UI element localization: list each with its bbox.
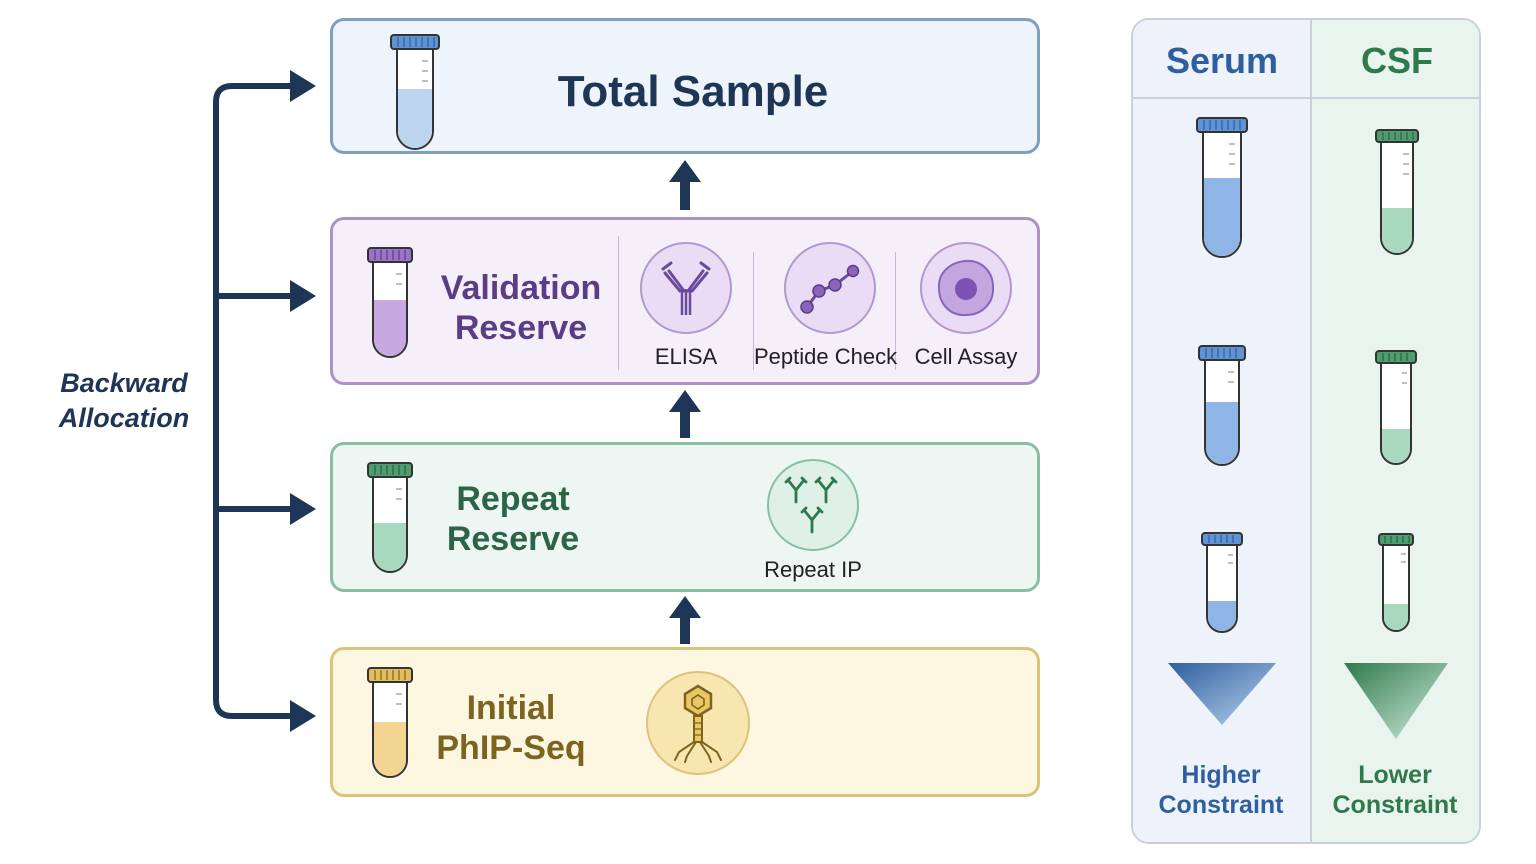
divider bbox=[618, 236, 619, 370]
purple-tube-icon bbox=[367, 247, 413, 358]
csf-constraint-triangle-icon bbox=[1344, 663, 1448, 739]
up-arrow-initial-to-repeat bbox=[669, 596, 701, 644]
serum-tube-small-icon bbox=[1201, 532, 1243, 633]
csf-tube-medium-icon bbox=[1375, 350, 1417, 465]
serum-header: Serum bbox=[1165, 40, 1279, 81]
assay-label-cell-assay: Cell Assay bbox=[914, 344, 1018, 369]
backward-allocation-line2: Allocation bbox=[58, 403, 190, 433]
csf-header: CSF bbox=[1361, 40, 1433, 81]
csf-tube-large-icon bbox=[1375, 129, 1419, 255]
csf-tube-small-icon bbox=[1378, 533, 1414, 632]
green-tube-icon bbox=[367, 462, 413, 573]
stage-total-sample: Total Sample bbox=[330, 18, 1040, 154]
serum-constraint-line2: Constraint bbox=[1158, 791, 1284, 819]
assay-label-peptide-check: Peptide Check bbox=[754, 344, 898, 369]
column-divider bbox=[1310, 20, 1312, 842]
stage-initial-phipseq: Initial PhIP-Seq bbox=[330, 647, 1040, 797]
divider bbox=[895, 252, 896, 370]
serum-constraint-line1: Higher bbox=[1181, 761, 1261, 789]
peptide-chain-icon bbox=[784, 242, 876, 334]
validation-reserve-title-line2: Reserve bbox=[454, 309, 588, 347]
blue-tube-icon bbox=[390, 34, 440, 150]
csf-constraint-label: Lower Constraint bbox=[1310, 760, 1480, 820]
assay-label-repeat-ip: Repeat IP bbox=[764, 557, 862, 582]
cell-icon bbox=[920, 242, 1012, 334]
repeat-reserve-title: Repeat Reserve bbox=[423, 479, 603, 559]
arrow-to-total-sample bbox=[290, 70, 316, 102]
arrow-to-repeat-reserve bbox=[290, 493, 316, 525]
divider bbox=[753, 252, 754, 370]
arrow-to-validation-reserve bbox=[290, 280, 316, 312]
up-arrow-validation-to-total bbox=[669, 160, 701, 210]
antibody-icon bbox=[640, 242, 732, 334]
serum-tube-large-icon bbox=[1196, 117, 1248, 258]
validation-reserve-title-line1: Validation bbox=[440, 269, 602, 307]
bacteriophage-icon bbox=[646, 671, 750, 775]
backward-allocation-line1: Backward bbox=[60, 368, 188, 398]
repeat-reserve-title-line1: Repeat bbox=[456, 480, 570, 518]
stage-validation-reserve: Validation Reserve ELISA Peptide Check C… bbox=[330, 217, 1040, 385]
arrow-to-initial-phipseq bbox=[290, 700, 316, 732]
initial-phipseq-title-line1: Initial bbox=[466, 689, 556, 727]
initial-phipseq-title-line2: PhIP-Seq bbox=[436, 729, 586, 767]
header-divider bbox=[1133, 97, 1479, 99]
csf-constraint-line1: Lower bbox=[1358, 761, 1432, 789]
up-arrow-repeat-to-validation bbox=[669, 390, 701, 438]
total-sample-title: Total Sample bbox=[557, 67, 829, 116]
stage-repeat-reserve: Repeat Reserve Repeat IP bbox=[330, 442, 1040, 592]
csf-constraint-line2: Constraint bbox=[1332, 791, 1458, 819]
serum-tube-medium-icon bbox=[1198, 345, 1246, 466]
antibodies-icon bbox=[767, 459, 859, 551]
validation-reserve-title: Validation Reserve bbox=[431, 268, 611, 348]
initial-phipseq-title: Initial PhIP-Seq bbox=[421, 688, 601, 768]
serum-constraint-triangle-icon bbox=[1168, 663, 1276, 725]
repeat-reserve-title-line2: Reserve bbox=[446, 520, 580, 558]
backward-allocation-label: Backward Allocation bbox=[40, 366, 208, 436]
yellow-tube-icon bbox=[367, 667, 413, 778]
assay-label-elisa: ELISA bbox=[654, 344, 718, 369]
backward-allocation-bracket bbox=[213, 70, 316, 732]
serum-constraint-label: Higher Constraint bbox=[1133, 760, 1309, 820]
